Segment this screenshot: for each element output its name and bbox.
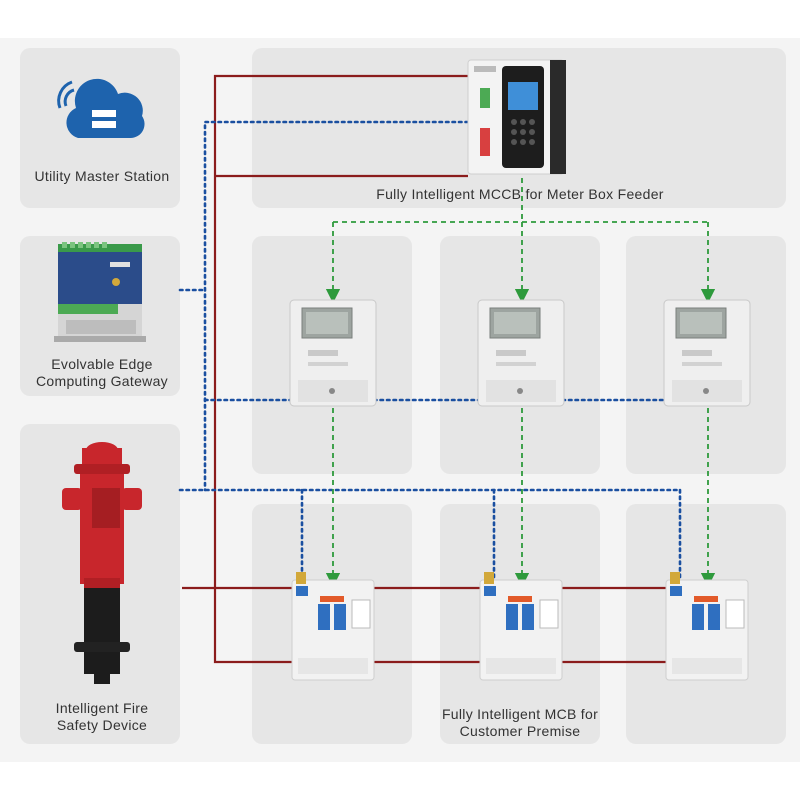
fire-device-label: Intelligent Fire Safety Device <box>20 700 184 734</box>
control-lines <box>325 178 716 588</box>
smart-meter <box>477 299 565 407</box>
comm-lines <box>178 120 702 587</box>
mcb-breaker <box>479 572 563 681</box>
smart-meter <box>663 299 751 407</box>
gateway-label-line1: Evolvable Edge <box>51 356 153 372</box>
mcb-label-line2: Customer Premise <box>459 723 581 739</box>
fire-device-label-line2: Safety Device <box>56 717 148 733</box>
mcb-label-line1: Fully Intelligent MCB for <box>441 706 599 722</box>
mccb-label: Fully Intelligent MCCB for Meter Box Fee… <box>376 186 664 202</box>
gateway-label-line2: Computing Gateway <box>36 373 168 389</box>
gateway-label: Evolvable Edge Computing Gateway <box>20 356 184 390</box>
mccb-breaker <box>467 59 566 175</box>
cloud-server-icon <box>57 78 145 139</box>
fire-hydrant-device <box>62 442 142 684</box>
gateway-device <box>54 242 146 342</box>
mcb-label: Fully Intelligent MCB for Customer Premi… <box>400 706 640 740</box>
power-lines <box>182 74 680 664</box>
mcb-breaker <box>291 572 375 681</box>
smart-meter <box>289 299 377 407</box>
master-station-label: Utility Master Station <box>34 168 170 184</box>
fire-device-label-line1: Intelligent Fire <box>55 700 149 716</box>
mcb-breaker <box>665 572 749 681</box>
